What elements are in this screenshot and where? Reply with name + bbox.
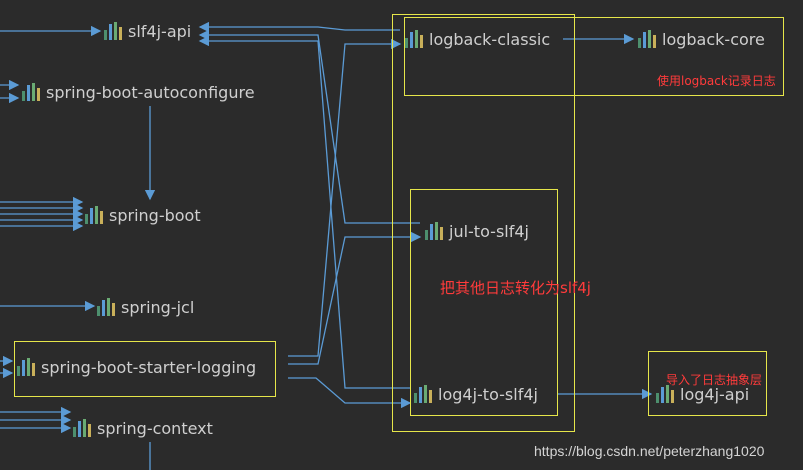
log4j-api-highlight-box bbox=[648, 351, 767, 416]
library-icon bbox=[85, 206, 103, 224]
node-label: logback-classic bbox=[429, 29, 551, 49]
annotation-bridges: 把其他日志转化为slf4j bbox=[440, 279, 591, 297]
library-icon bbox=[405, 30, 423, 48]
edge-starter-to-logback-classic bbox=[288, 38, 402, 357]
library-icon bbox=[425, 222, 443, 240]
library-icon bbox=[104, 22, 122, 40]
node-label: spring-boot bbox=[109, 205, 201, 225]
node-label: spring-context bbox=[97, 418, 213, 438]
edge-jul-to-slf4j-to-slf4j-api bbox=[198, 29, 420, 224]
node-log4j-to-slf4j[interactable]: log4j-to-slf4j bbox=[414, 383, 538, 405]
node-label: spring-jcl bbox=[121, 297, 195, 317]
edge-logback-classic-to-slf4j-api bbox=[198, 21, 400, 33]
node-jul-to-slf4j[interactable]: jul-to-slf4j bbox=[425, 220, 529, 242]
library-icon bbox=[638, 30, 656, 48]
library-icon bbox=[656, 385, 674, 403]
bridges-highlight-box bbox=[410, 189, 558, 416]
node-slf4j-api[interactable]: slf4j-api bbox=[104, 20, 191, 42]
node-logback-classic[interactable]: logback-classic bbox=[405, 28, 550, 50]
node-spring-boot-starter-logging[interactable]: spring-boot-starter-logging bbox=[17, 356, 256, 378]
edge-log4j-to-slf4j-to-slf4j-api bbox=[198, 35, 410, 389]
node-label: jul-to-slf4j bbox=[449, 221, 529, 241]
annotation-logback: 使用logback记录日志 bbox=[657, 74, 776, 88]
starter-logging-highlight-box bbox=[14, 341, 276, 397]
library-icon bbox=[73, 419, 91, 437]
node-spring-jcl[interactable]: spring-jcl bbox=[97, 296, 194, 318]
library-icon bbox=[17, 358, 35, 376]
annotation-log4j-api: 导入了日志抽象层 bbox=[666, 373, 763, 387]
node-spring-context[interactable]: spring-context bbox=[73, 417, 213, 439]
node-label: log4j-to-slf4j bbox=[438, 384, 538, 404]
library-icon bbox=[97, 298, 115, 316]
node-spring-boot-autoconfigure[interactable]: spring-boot-autoconfigure bbox=[22, 81, 255, 103]
logback-highlight-box bbox=[404, 17, 784, 96]
edge-starter-to-log4j-to-slf4j bbox=[288, 377, 412, 409]
library-icon bbox=[414, 385, 432, 403]
node-label: log4j-api bbox=[680, 384, 750, 404]
watermark-url: https://blog.csdn.net/peterzhang1020 bbox=[534, 443, 765, 459]
node-spring-boot[interactable]: spring-boot bbox=[85, 204, 201, 226]
node-logback-core[interactable]: logback-core bbox=[638, 28, 765, 50]
logging-modules-box bbox=[392, 14, 575, 432]
node-label: slf4j-api bbox=[128, 21, 192, 41]
node-log4j-api[interactable]: log4j-api bbox=[656, 383, 749, 405]
edge-starter-to-jul-to-slf4j bbox=[288, 231, 422, 365]
library-icon bbox=[22, 83, 40, 101]
node-label: logback-core bbox=[662, 29, 765, 49]
node-label: spring-boot-autoconfigure bbox=[46, 82, 255, 102]
node-label: spring-boot-starter-logging bbox=[41, 357, 257, 377]
